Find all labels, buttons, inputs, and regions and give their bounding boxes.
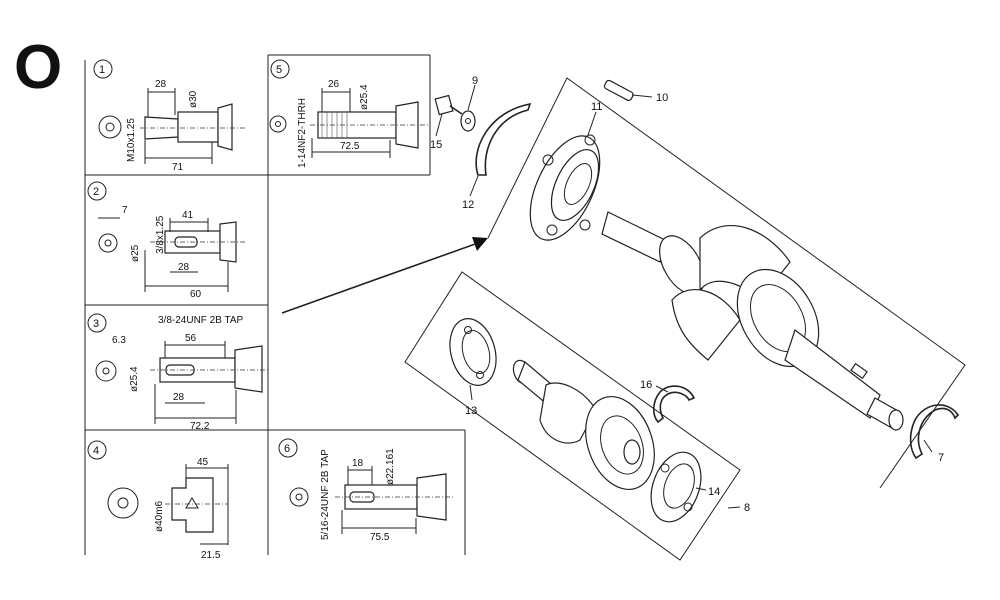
dim-label: ø22.161 xyxy=(385,448,396,485)
dim-label: 7 xyxy=(122,205,128,216)
callout-number: 16 xyxy=(640,379,652,391)
tap-spec-label: 5/16-24UNF 2B TAP xyxy=(320,449,331,540)
crankshaft-icon xyxy=(601,211,904,431)
variant-5: 5 26 ø25.4 1-14NF2-THRH 72.5 xyxy=(269,59,428,168)
dim-label: ø25 xyxy=(130,244,141,262)
variant-number: 3 xyxy=(93,318,99,330)
bolt-icon xyxy=(434,94,463,116)
dim-label: ø25.4 xyxy=(359,84,370,110)
variant-number: 2 xyxy=(93,186,99,198)
variant-3: 3 3/8-24UNF 2B TAP 6.3 56 ø25.4 28 72.2 xyxy=(87,313,268,432)
dim-label: 71 xyxy=(172,162,184,173)
variant-2: 2 7 41 3/8x1.25 ø25 28 60 xyxy=(87,181,245,300)
callout-number: 8 xyxy=(744,502,750,514)
dim-label: 28 xyxy=(155,79,167,90)
dim-label: 6.3 xyxy=(112,335,126,346)
shaft-end-view-icon xyxy=(269,115,287,133)
dim-label: ø30 xyxy=(188,90,199,108)
callout-number: 13 xyxy=(465,405,477,417)
variant-number-circle xyxy=(87,181,107,201)
dim-label: 28 xyxy=(173,392,185,403)
variant-number: 1 xyxy=(99,64,105,76)
dim-label: 1-14NF2-THRH xyxy=(297,98,308,168)
dim-label: 45 xyxy=(197,457,209,468)
shaft-stub-icon xyxy=(171,477,214,533)
dim-label: 18 xyxy=(352,458,364,469)
callout-number: 12 xyxy=(462,199,474,211)
bearing-icon xyxy=(650,451,702,523)
shaft-end-view-icon xyxy=(289,487,309,507)
variant-number: 4 xyxy=(93,445,99,457)
retaining-clip-icon xyxy=(652,385,696,424)
callout-number: 14 xyxy=(708,486,720,498)
dim-label: 72.5 xyxy=(340,141,360,152)
callout-number: 11 xyxy=(591,101,602,113)
variant-number: 5 xyxy=(276,64,282,76)
variant-number-circle xyxy=(93,59,113,79)
variant-number-circle xyxy=(87,440,107,460)
shaft-end-view-icon xyxy=(95,360,117,382)
variant-4: 4 45 ø40m6 21.5 xyxy=(87,440,229,561)
variant-table-grid xyxy=(84,54,466,555)
callout-number: 15 xyxy=(430,139,442,151)
shaft-end-view-icon xyxy=(107,487,139,519)
assembly-frame-upper xyxy=(487,77,966,489)
bearing-icon xyxy=(529,134,601,241)
retaining-clip-icon xyxy=(475,102,532,176)
callout-number: 9 xyxy=(472,75,478,87)
dim-label: ø40m6 xyxy=(154,500,165,532)
variant-number: 6 xyxy=(284,443,290,455)
key-icon xyxy=(603,79,634,101)
callout-number: 7 xyxy=(938,452,944,464)
shaft-end-view-icon xyxy=(98,233,118,253)
variant-1: 1 28 ø30 M10x1.25 71 xyxy=(93,59,245,173)
variant-number-circle xyxy=(87,313,107,333)
dim-label: 28 xyxy=(178,262,190,273)
variant-6: 6 5/16-24UNF 2B TAP 18 ø22.161 75.5 xyxy=(278,438,455,543)
bearing-icon xyxy=(449,318,497,386)
dim-label: 75.5 xyxy=(370,532,390,543)
retaining-clip-icon xyxy=(909,404,960,460)
dim-label: 60 xyxy=(190,289,202,300)
dim-label: 21.5 xyxy=(201,550,221,561)
pointer-arrow xyxy=(281,237,488,314)
dim-label: M10x1.25 xyxy=(126,118,137,162)
balancer-shaft-icon xyxy=(512,359,655,491)
dim-label: 41 xyxy=(182,210,194,221)
dim-label: 56 xyxy=(185,333,197,344)
tap-spec-label: 3/8-24UNF 2B TAP xyxy=(158,315,244,326)
assembly-frame-lower xyxy=(404,271,741,561)
exploded-view: 9 10 11 12 15 13 16 14 8 7 xyxy=(404,75,966,561)
dim-label: 72.2 xyxy=(190,421,210,432)
dim-label: 3/8x1.25 xyxy=(155,215,166,254)
variant-number-circle xyxy=(270,59,290,79)
dim-label: 26 xyxy=(328,79,340,90)
variant-number-circle xyxy=(278,438,298,458)
callout-number: 10 xyxy=(656,92,668,104)
washer-icon xyxy=(460,110,476,132)
shaft-end-view-icon xyxy=(98,115,122,139)
section-letter: O xyxy=(14,33,62,102)
dim-label: ø25.4 xyxy=(129,366,140,392)
